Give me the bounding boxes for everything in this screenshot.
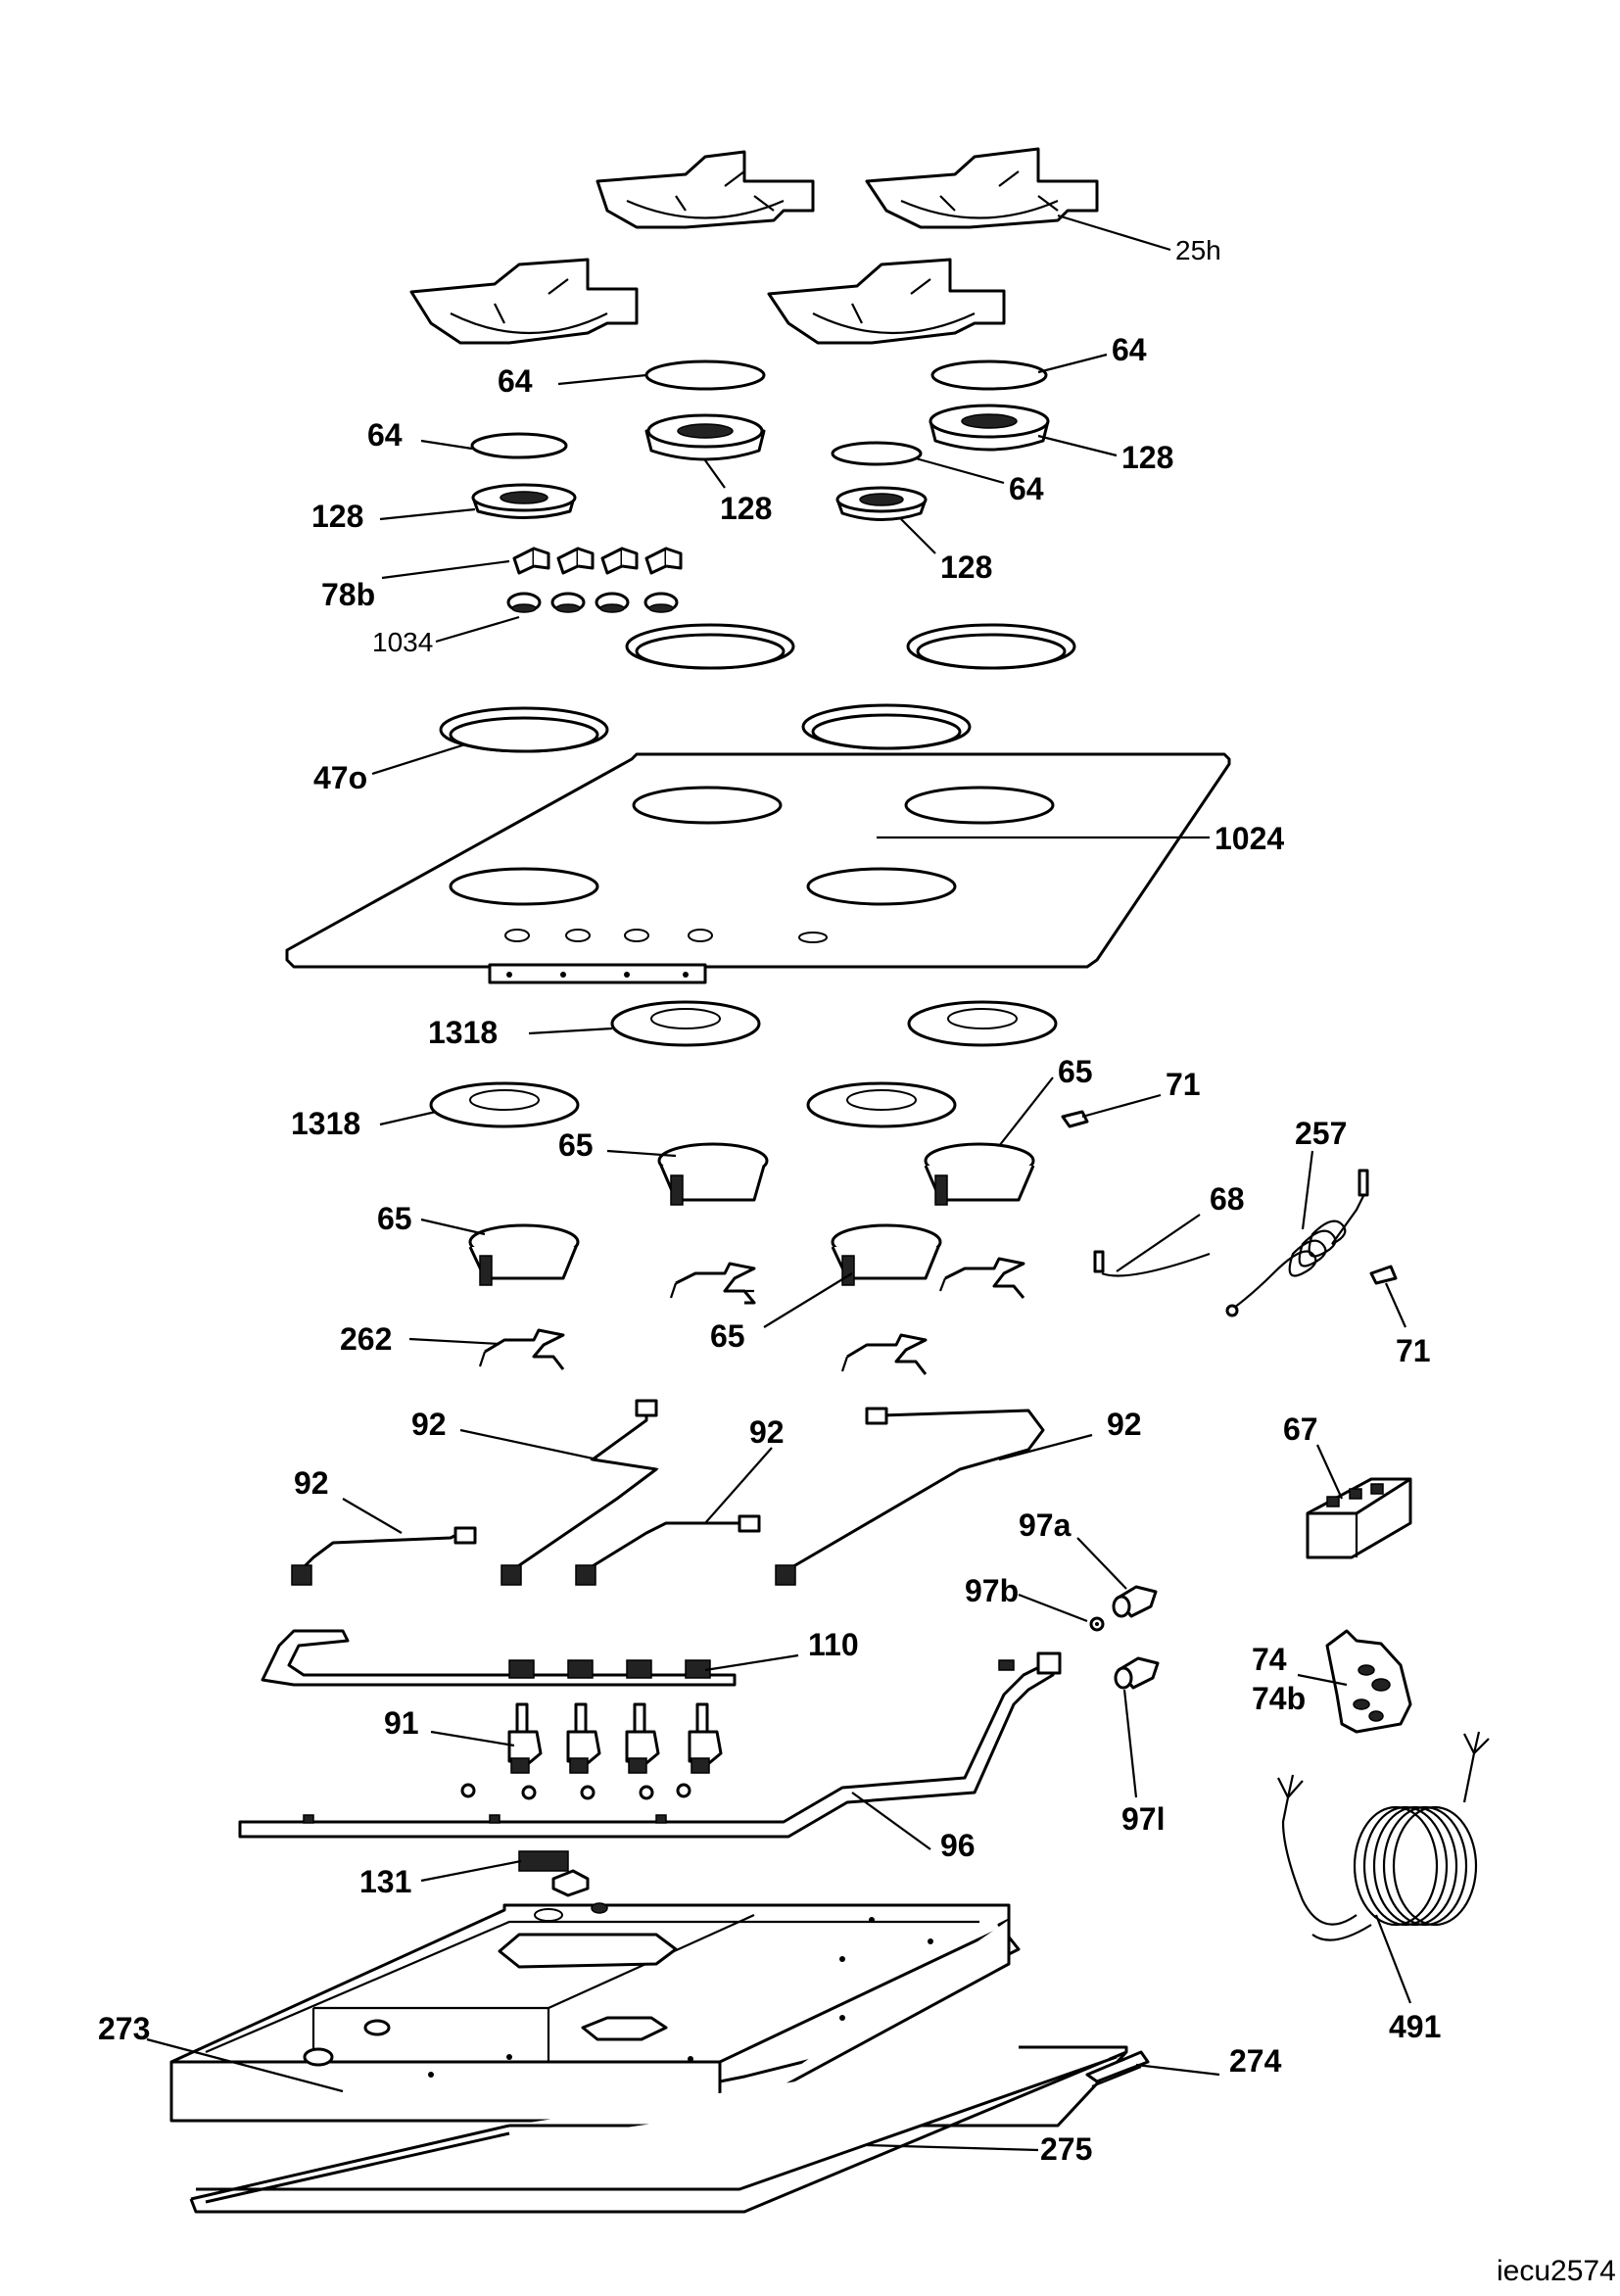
gas-taps <box>460 1702 723 1800</box>
burner-cap-small-right <box>831 441 923 466</box>
hob-top-panel <box>285 752 1231 984</box>
label-128-b: 128 <box>720 491 772 526</box>
gas-pipes <box>291 1399 1045 1586</box>
burner-cap-large-right <box>930 359 1048 391</box>
label-96: 96 <box>940 1828 976 1863</box>
label-131: 131 <box>359 1864 411 1899</box>
label-1034: 1034 <box>372 627 433 657</box>
gas-inlet-fittings <box>1089 1585 1160 1690</box>
label-97a: 97a <box>1019 1507 1072 1543</box>
label-97l: 97l <box>1121 1801 1165 1837</box>
burner-trays <box>429 1000 1058 1128</box>
label-65-b: 65 <box>1058 1054 1093 1089</box>
burner-crown-small-left <box>471 483 577 519</box>
burner-brackets <box>478 1257 1025 1375</box>
label-257: 257 <box>1295 1116 1347 1151</box>
burner-crown-small-right <box>835 486 928 521</box>
spark-generator <box>1306 1477 1412 1559</box>
label-92-d: 92 <box>1107 1407 1142 1442</box>
label-65-c: 65 <box>377 1201 412 1236</box>
label-275: 275 <box>1040 2131 1092 2167</box>
drawing-code: iecu2574 <box>1497 2255 1616 2287</box>
label-74b: 74b <box>1252 1681 1306 1716</box>
label-64-b: 64 <box>1112 332 1147 367</box>
label-64-d: 64 <box>1009 471 1044 506</box>
ignition-wiring-rail <box>261 1629 737 1687</box>
label-110: 110 <box>808 1627 859 1662</box>
pan-support-top-right <box>865 147 1099 229</box>
label-65-d: 65 <box>710 1318 745 1354</box>
label-1024: 1024 <box>1215 821 1284 856</box>
perimeter-seal <box>189 2045 1128 2214</box>
label-128-c: 128 <box>311 499 363 534</box>
label-78b: 78b <box>321 577 375 612</box>
pan-support-top-left <box>596 150 815 229</box>
burner-crown-large-right <box>929 404 1050 452</box>
label-92-c: 92 <box>749 1414 785 1450</box>
burner-crown-large-left <box>644 413 766 461</box>
label-128-d: 128 <box>940 550 992 585</box>
label-71-a: 71 <box>1166 1067 1201 1102</box>
ignition-electrode <box>1093 1250 1211 1277</box>
injector-bag <box>1325 1629 1412 1734</box>
thermocouple-coil <box>1225 1169 1369 1317</box>
label-71-b: 71 <box>1396 1333 1431 1368</box>
label-68: 68 <box>1210 1181 1245 1217</box>
burner-cap-small-left <box>470 432 568 459</box>
label-97b: 97b <box>965 1573 1019 1608</box>
pan-support-mid-right <box>767 258 1006 345</box>
label-128-a: 128 <box>1121 440 1173 475</box>
label-1318-b: 1318 <box>291 1106 360 1141</box>
label-92-a: 92 <box>411 1407 447 1442</box>
label-64-c: 64 <box>367 417 403 453</box>
label-47o: 47o <box>313 760 367 795</box>
label-64-a: 64 <box>498 363 533 399</box>
burner-cap-large-left <box>644 359 766 391</box>
label-74: 74 <box>1252 1642 1287 1677</box>
bottom-casing <box>169 1902 1021 2123</box>
label-273: 273 <box>98 2011 150 2046</box>
label-491: 491 <box>1389 2009 1441 2044</box>
label-92-b: 92 <box>294 1465 329 1501</box>
power-cable <box>1277 1731 1490 1941</box>
burner-gaskets <box>439 623 1076 753</box>
clip-upper <box>1061 1110 1089 1128</box>
label-67: 67 <box>1283 1411 1318 1447</box>
clip-lower <box>1369 1265 1398 1285</box>
label-25h: 25h <box>1175 235 1221 265</box>
label-274: 274 <box>1229 2043 1282 2079</box>
gas-manifold <box>238 1651 1062 1839</box>
fixing-bracket <box>1085 2050 1150 2088</box>
label-262: 262 <box>340 1321 392 1357</box>
control-knobs <box>512 547 683 575</box>
burner-bodies <box>468 1142 1035 1286</box>
knob-bezels <box>506 592 679 613</box>
label-65-a: 65 <box>558 1127 594 1163</box>
label-91: 91 <box>384 1705 419 1741</box>
label-1318-a: 1318 <box>428 1015 498 1050</box>
pan-support-mid-left <box>409 258 639 345</box>
ignition-switch <box>518 1850 590 1897</box>
